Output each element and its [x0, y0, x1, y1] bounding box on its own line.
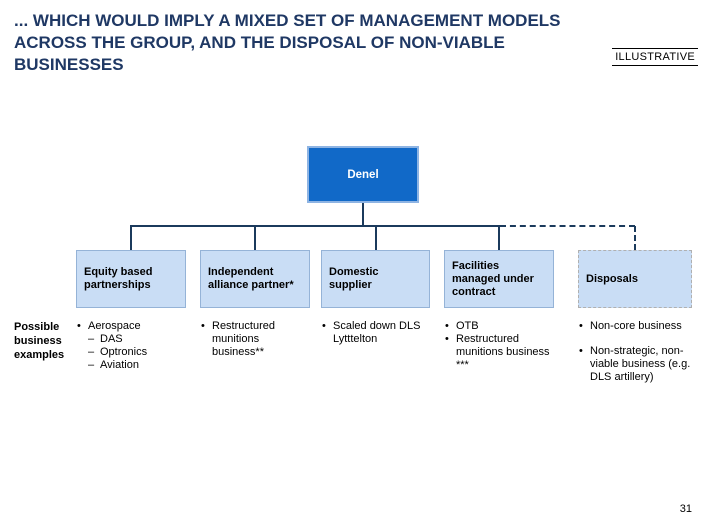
sub-item: Aviation [76, 359, 184, 372]
bullet-item: Non-strategic, non-viable business (e.g.… [578, 345, 696, 384]
page-title: ... WHICH WOULD IMPLY A MIXED SET OF MAN… [14, 10, 614, 76]
org-box-facilities-managed: Facilities managed under contract [444, 250, 554, 308]
org-root-label: Denel [347, 168, 379, 181]
connector-drop-2 [254, 227, 256, 250]
bullet-item: Non-core business [578, 320, 696, 333]
connector-rail-dashed [500, 225, 635, 227]
title-line-3: BUSINESSES [14, 55, 124, 74]
sub-item: DAS [76, 333, 184, 346]
connector-drop-5-dashed [634, 226, 636, 250]
examples-col-facilities: OTB Restructured munitions business *** [444, 320, 550, 372]
connector-drop-4 [498, 227, 500, 250]
page-number: 31 [679, 503, 692, 515]
org-box-equity-partnerships: Equity based partnerships [76, 250, 186, 308]
org-box-domestic-supplier: Domestic supplier [321, 250, 430, 308]
bullet-item: Scaled down DLS Lytttelton [321, 320, 429, 346]
examples-col-alliance: Restructured munitions business** [200, 320, 306, 359]
org-box-label: Disposals [586, 272, 638, 285]
org-box-label: Domestic supplier [329, 266, 379, 291]
bullet-item: Aerospace [76, 320, 184, 333]
org-root-box: Denel [307, 146, 419, 203]
bullet-item: Restructured munitions business** [200, 320, 306, 359]
row-label-possible-business-examples: Possible business examples [14, 321, 65, 361]
connector-drop-1 [130, 227, 132, 250]
org-box-label: Equity based partnerships [84, 266, 153, 291]
illustrative-tag: ILLUSTRATIVE [612, 48, 698, 66]
connector-rail-solid [130, 225, 500, 227]
bullet-item: OTB [444, 320, 550, 333]
connector-root-stem [362, 203, 364, 227]
org-box-label: Independent alliance partner* [208, 266, 294, 291]
sub-item: Optronics [76, 346, 184, 359]
org-box-independent-alliance: Independent alliance partner* [200, 250, 310, 308]
examples-col-disposals: Non-core business Non-strategic, non-via… [578, 320, 696, 384]
bullet-item: Restructured munitions business *** [444, 333, 550, 372]
examples-col-equity: Aerospace DAS Optronics Aviation [76, 320, 184, 372]
connector-drop-3 [375, 227, 377, 250]
org-box-label: Facilities managed under contract [452, 259, 534, 298]
examples-col-domestic: Scaled down DLS Lytttelton [321, 320, 429, 346]
title-line-1: ... WHICH WOULD IMPLY A MIXED SET OF MAN… [14, 11, 561, 30]
title-line-2: ACROSS THE GROUP, AND THE DISPOSAL OF NO… [14, 33, 505, 52]
org-box-disposals: Disposals [578, 250, 692, 308]
